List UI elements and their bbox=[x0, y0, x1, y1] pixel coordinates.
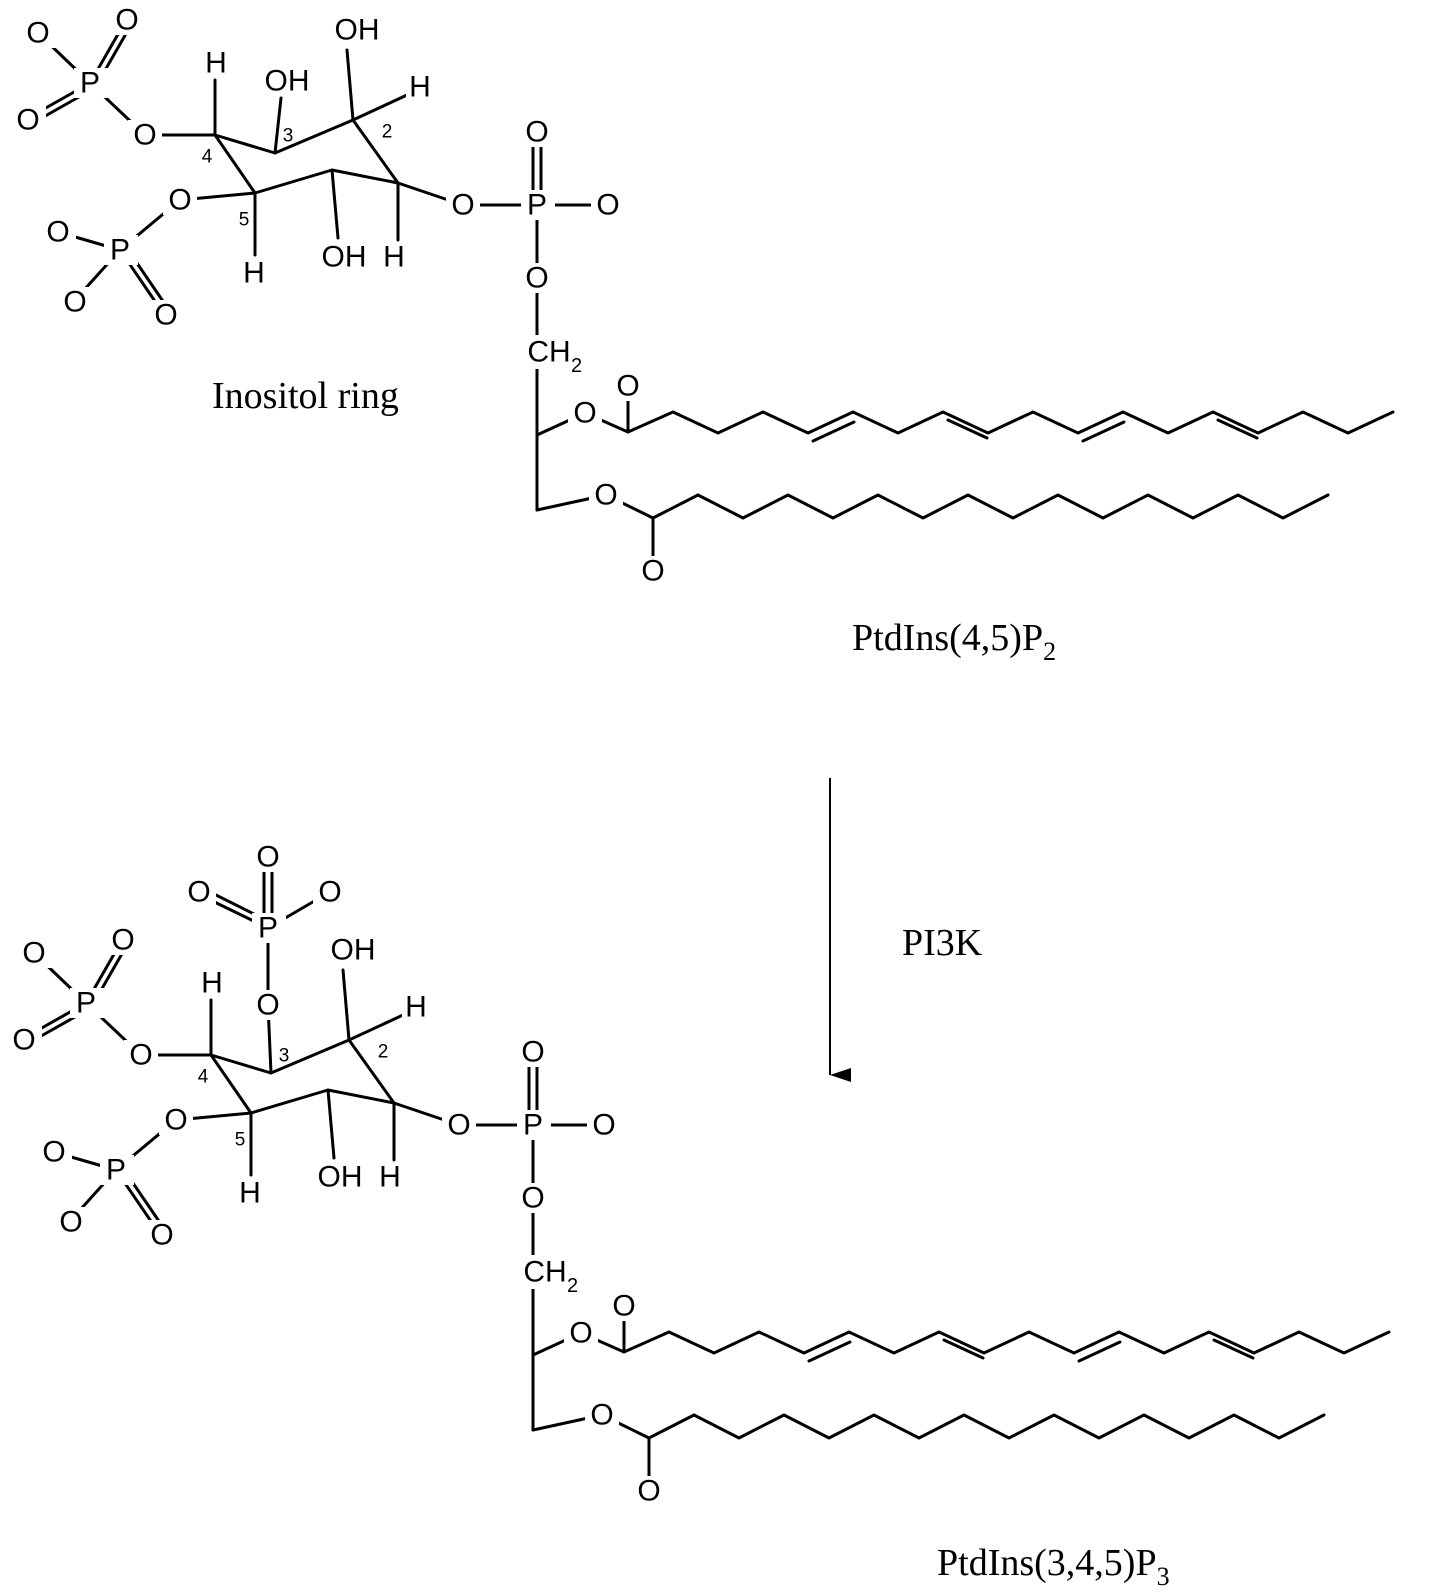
atom-o: O bbox=[569, 1317, 592, 1350]
reactant-name: PtdIns(4,5)P2 bbox=[852, 617, 1056, 666]
atom-o: O bbox=[111, 924, 134, 957]
atom-o: O bbox=[521, 1182, 544, 1215]
bonds bbox=[28, 22, 1393, 568]
ring-number-5: 5 bbox=[239, 210, 250, 231]
atom-oh: OH bbox=[335, 14, 380, 47]
atom-o: O bbox=[612, 1290, 635, 1323]
atom-ch-subscript: 2 bbox=[567, 1275, 578, 1297]
product-name-subscript: 3 bbox=[1157, 1562, 1170, 1591]
atom-oh: OH bbox=[322, 241, 367, 274]
inositol-ring-label: Inositol ring bbox=[212, 375, 399, 417]
atom-o: O bbox=[63, 286, 86, 319]
atom-o: O bbox=[641, 555, 664, 588]
atom-o: O bbox=[133, 119, 156, 152]
ring-number-3: 3 bbox=[283, 126, 294, 147]
atom-o: O bbox=[168, 184, 191, 217]
atom-o: O bbox=[616, 370, 639, 403]
atom-o: O bbox=[525, 116, 548, 149]
atom-ch: CH bbox=[527, 336, 570, 369]
ring-number-4: 4 bbox=[202, 147, 213, 168]
atom-o: O bbox=[129, 1039, 152, 1072]
atom-o: O bbox=[150, 1219, 173, 1252]
atom-o: O bbox=[164, 1104, 187, 1137]
atom-o: O bbox=[26, 17, 49, 50]
atom-oh: OH bbox=[265, 65, 310, 98]
ring-number-2: 2 bbox=[378, 1042, 389, 1063]
atom-p: P bbox=[258, 912, 278, 945]
reactant-name-subscript: 2 bbox=[1043, 637, 1056, 666]
atom-o: O bbox=[590, 1399, 613, 1432]
ring-number-4: 4 bbox=[198, 1067, 209, 1088]
reactant-molecule-pip2: O P O O O O P O O O H OH OH H OH H H O P… bbox=[12, 4, 1393, 588]
atom-o: O bbox=[256, 989, 279, 1022]
atom-o: O bbox=[154, 299, 177, 332]
atom-h: H bbox=[243, 257, 265, 290]
atom-labels: O P O O O O P O O O O P O O O H OH H OH … bbox=[8, 841, 666, 1508]
ring-number-2: 2 bbox=[382, 122, 393, 143]
atom-h: H bbox=[383, 241, 405, 274]
atom-p: P bbox=[110, 234, 130, 267]
atom-o: O bbox=[46, 216, 69, 249]
atom-o: O bbox=[22, 937, 45, 970]
atom-o: O bbox=[318, 876, 341, 909]
ring-number-3: 3 bbox=[279, 1046, 290, 1067]
product-name: PtdIns(3,4,5)P3 bbox=[937, 1542, 1170, 1591]
atom-o: O bbox=[451, 189, 474, 222]
atom-o: O bbox=[596, 189, 619, 222]
atom-h: H bbox=[405, 991, 427, 1024]
atom-o: O bbox=[447, 1109, 470, 1142]
product-name-main: PtdIns(3,4,5)P bbox=[937, 1542, 1157, 1584]
atom-p: P bbox=[80, 67, 100, 100]
ring-number-5: 5 bbox=[235, 1130, 246, 1151]
atom-o: O bbox=[525, 262, 548, 295]
atom-h: H bbox=[201, 967, 223, 1000]
atom-o: O bbox=[592, 1109, 615, 1142]
atom-o: O bbox=[637, 1475, 660, 1508]
atom-o: O bbox=[573, 397, 596, 430]
atom-ch: CH bbox=[523, 1256, 566, 1289]
atom-o: O bbox=[12, 1024, 35, 1057]
atom-o: O bbox=[256, 841, 279, 874]
atom-p: P bbox=[106, 1154, 126, 1187]
atom-ch-subscript: 2 bbox=[571, 355, 582, 377]
atom-o: O bbox=[187, 876, 210, 909]
atom-o: O bbox=[16, 104, 39, 137]
atom-oh: OH bbox=[318, 1161, 363, 1194]
atom-o: O bbox=[521, 1036, 544, 1069]
atom-o: O bbox=[59, 1206, 82, 1239]
atom-o: O bbox=[115, 4, 138, 37]
atom-h: H bbox=[409, 71, 431, 104]
enzyme-label: PI3K bbox=[902, 922, 983, 964]
atom-o: O bbox=[42, 1136, 65, 1169]
atom-p: P bbox=[527, 189, 547, 222]
atom-h: H bbox=[205, 47, 227, 80]
product-molecule-pip3: O P O O O O P O O O O P O O O H OH H OH … bbox=[8, 841, 1389, 1508]
atom-oh: OH bbox=[331, 934, 376, 967]
atom-o: O bbox=[594, 479, 617, 512]
bonds bbox=[24, 860, 1389, 1488]
reactant-name-main: PtdIns(4,5)P bbox=[852, 617, 1043, 659]
atom-p: P bbox=[76, 987, 96, 1020]
atom-h: H bbox=[379, 1161, 401, 1194]
atom-labels: O P O O O O P O O O H OH OH H OH H H O P… bbox=[12, 4, 670, 588]
atom-h: H bbox=[239, 1177, 261, 1210]
atom-p: P bbox=[523, 1109, 543, 1142]
